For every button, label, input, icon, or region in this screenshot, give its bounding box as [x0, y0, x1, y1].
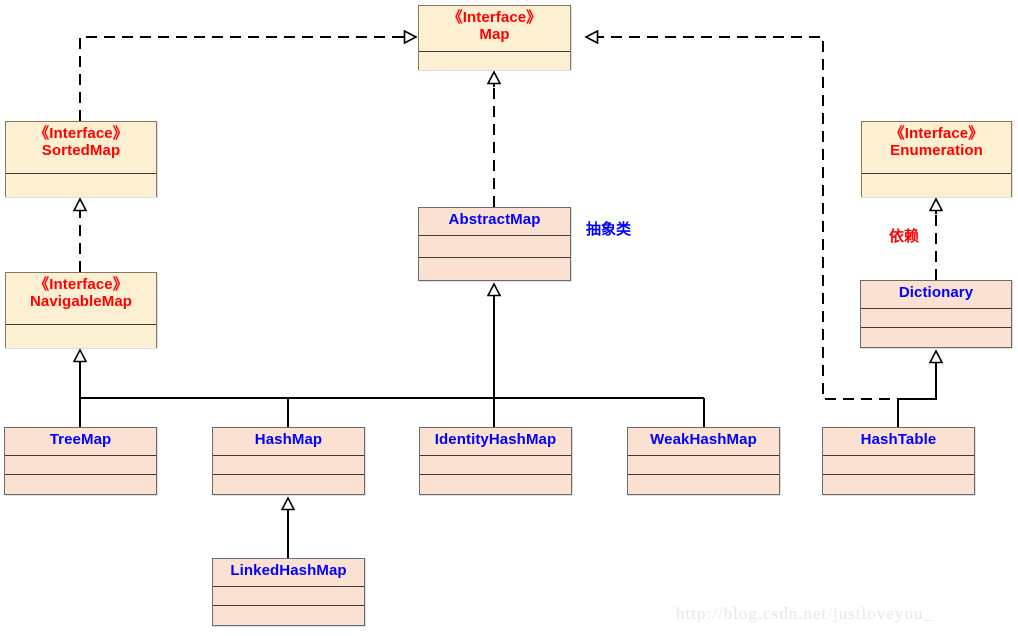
edge-sortedmap-to-map	[79, 37, 416, 121]
node-sortedmap[interactable]: 《Interface》 SortedMap	[5, 121, 157, 197]
node-weakhashmap-compartment-2	[628, 475, 779, 494]
watermark-url: http://blog.csdn.net/justloveyou_	[676, 604, 933, 623]
node-linkedhashmap-compartment-2	[213, 606, 364, 625]
node-map-name: Map	[479, 25, 510, 43]
node-sortedmap-name: SortedMap	[41, 141, 121, 159]
node-map-stereotype: 《Interface》	[447, 9, 542, 26]
node-abstractmap-compartment-1	[419, 236, 570, 258]
edge-hashtable-to-dictionary	[897, 351, 936, 427]
node-sortedmap-title: 《Interface》 SortedMap	[6, 122, 156, 174]
node-hashmap[interactable]: HashMap	[212, 427, 365, 495]
node-hashtable[interactable]: HashTable	[822, 427, 975, 495]
node-navigablemap[interactable]: 《Interface》 NavigableMap	[5, 272, 157, 348]
edge-hashtable-to-map	[586, 37, 899, 427]
node-map-compartment-1	[419, 52, 570, 70]
node-weakhashmap-title: WeakHashMap	[628, 428, 779, 456]
node-navigablemap-stereotype: 《Interface》	[34, 276, 128, 293]
node-abstractmap-compartment-2	[419, 258, 570, 280]
node-hashtable-compartment-2	[823, 475, 974, 494]
node-identityhashmap-compartment-2	[420, 475, 571, 494]
node-treemap[interactable]: TreeMap	[4, 427, 157, 495]
node-sortedmap-compartment-1	[6, 174, 156, 197]
node-navigablemap-title: 《Interface》 NavigableMap	[6, 273, 156, 325]
node-weakhashmap-compartment-1	[628, 456, 779, 475]
node-weakhashmap[interactable]: WeakHashMap	[627, 427, 780, 495]
node-linkedhashmap[interactable]: LinkedHashMap	[212, 558, 365, 626]
node-enumeration[interactable]: 《Interface》 Enumeration	[861, 121, 1012, 197]
node-dictionary-compartment-1	[861, 309, 1011, 328]
node-treemap-compartment-2	[5, 475, 156, 494]
node-abstractmap[interactable]: AbstractMap	[418, 207, 571, 281]
node-dictionary-title: Dictionary	[861, 281, 1011, 309]
annotation-dependency: 依赖	[889, 227, 920, 245]
node-treemap-title: TreeMap	[5, 428, 156, 456]
node-map-title: 《Interface》 Map	[419, 6, 570, 52]
node-hashmap-compartment-1	[213, 456, 364, 475]
node-enumeration-compartment-1	[862, 174, 1011, 197]
node-linkedhashmap-title: LinkedHashMap	[213, 559, 364, 587]
annotation-abstract-class: 抽象类	[586, 220, 632, 238]
node-identityhashmap-compartment-1	[420, 456, 571, 475]
node-map[interactable]: 《Interface》 Map	[418, 5, 571, 70]
node-treemap-compartment-1	[5, 456, 156, 475]
node-linkedhashmap-compartment-1	[213, 587, 364, 606]
node-navigablemap-compartment-1	[6, 325, 156, 348]
node-identityhashmap-title: IdentityHashMap	[420, 428, 571, 456]
node-dictionary[interactable]: Dictionary	[860, 280, 1012, 348]
node-sortedmap-stereotype: 《Interface》	[34, 125, 128, 142]
node-enumeration-name: Enumeration	[890, 141, 983, 159]
node-identityhashmap[interactable]: IdentityHashMap	[419, 427, 572, 495]
node-hashtable-compartment-1	[823, 456, 974, 475]
node-hashmap-compartment-2	[213, 475, 364, 494]
node-dictionary-compartment-2	[861, 328, 1011, 347]
node-enumeration-title: 《Interface》 Enumeration	[862, 122, 1011, 174]
node-enumeration-stereotype: 《Interface》	[889, 125, 984, 142]
node-navigablemap-name: NavigableMap	[29, 292, 133, 310]
node-hashmap-title: HashMap	[213, 428, 364, 456]
edge-bus-to-abstractmap	[80, 284, 705, 427]
node-hashtable-title: HashTable	[823, 428, 974, 456]
node-abstractmap-title: AbstractMap	[419, 208, 570, 236]
